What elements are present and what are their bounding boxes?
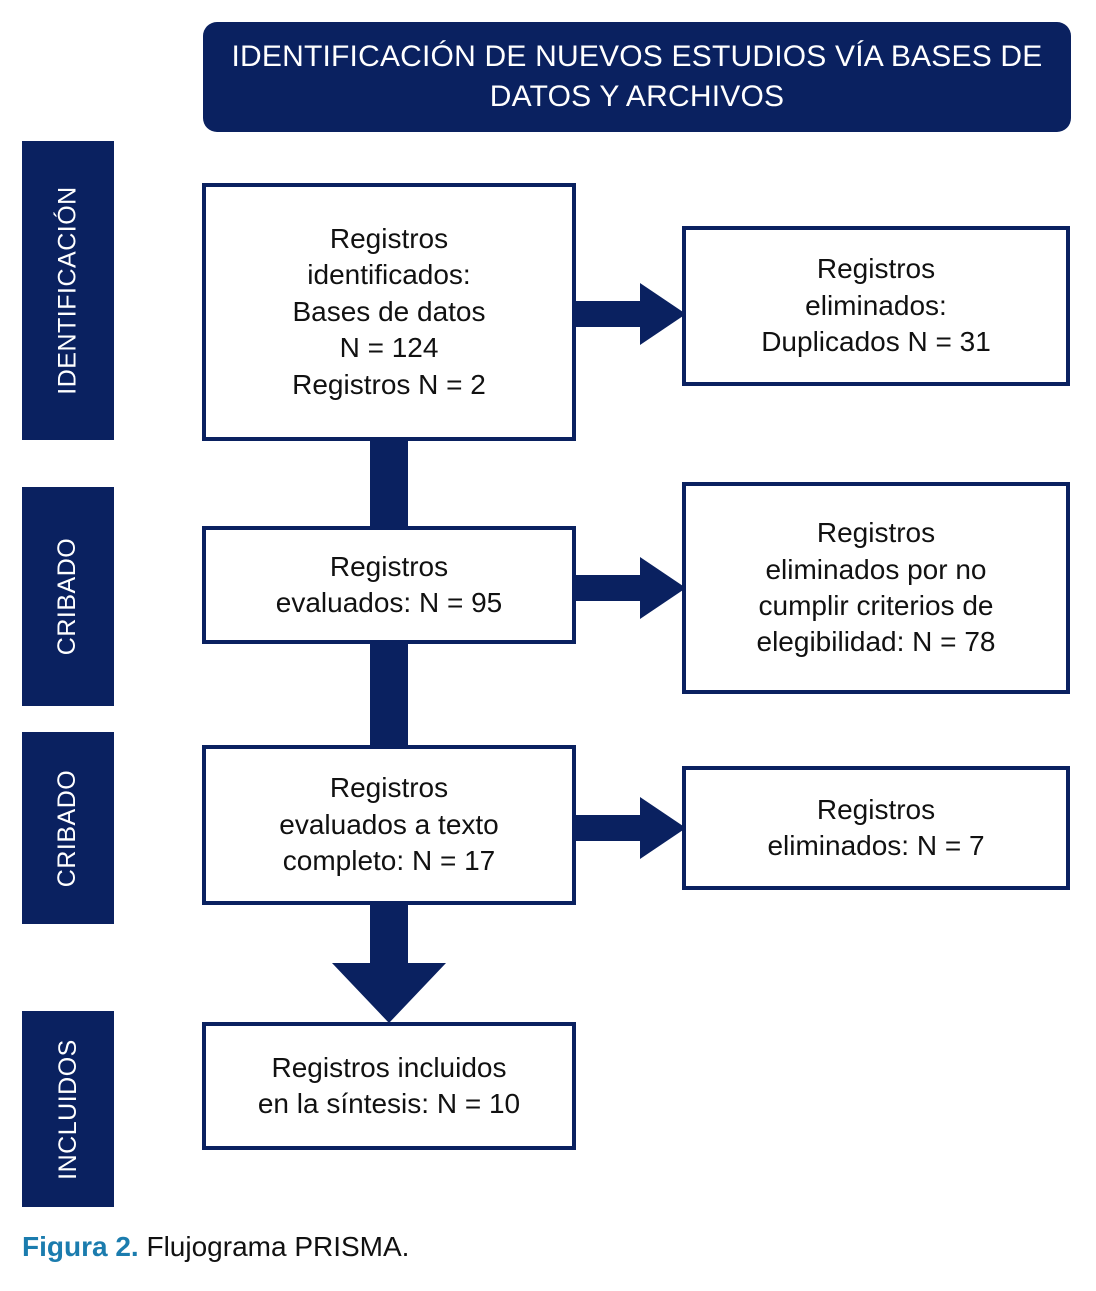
arrow-to-duplicados [574,283,686,345]
stage-bar-identificacion: IDENTIFICACIÓN [22,141,114,440]
stage-label-incluidos: INCLUIDOS [53,1038,82,1180]
box-registros-eliminados-texto-completo-text: Registros eliminados: N = 7 [767,793,985,861]
stage-bar-incluidos: INCLUIDOS [22,1011,114,1207]
stage-label-cribado-1: CRIBADO [53,537,82,656]
box-registros-incluidos: Registros incluidos en la síntesis: N = … [202,1022,576,1150]
box-registros-evaluados-text: Registros evaluados: N = 95 [275,550,503,618]
stage-label-cribado-2: CRIBADO [53,769,82,887]
figure-caption-text: Flujograma PRISMA. [138,1231,410,1262]
box-registros-eliminados-duplicados-text: Registros eliminados: Duplicados N = 31 [761,253,991,358]
stage-bar-cribado-1: CRIBADO [22,487,114,706]
box-registros-eliminados-duplicados: Registros eliminados: Duplicados N = 31 [682,226,1070,386]
box-registros-identificados: Registros identificados: Bases de datos … [202,183,576,441]
diagram-header-banner: IDENTIFICACIÓN DE NUEVOS ESTUDIOS VÍA BA… [203,22,1071,132]
connector-stem-evaluados-to-texto-completo [370,644,408,746]
box-registros-identificados-text: Registros identificados: Bases de datos … [292,223,486,400]
figure-caption-label: Figura 2. [22,1231,139,1262]
box-registros-eliminados-criterios: Registros eliminados por no cumplir crit… [682,482,1070,694]
diagram-header-title: IDENTIFICACIÓN DE NUEVOS ESTUDIOS VÍA BA… [231,39,1043,114]
box-registros-texto-completo: Registros evaluados a texto completo: N … [202,745,576,905]
box-registros-eliminados-criterios-text: Registros eliminados por no cumplir crit… [756,517,996,658]
stage-bar-cribado-2: CRIBADO [22,732,114,924]
box-registros-evaluados: Registros evaluados: N = 95 [202,526,576,644]
stage-label-identificacion: IDENTIFICACIÓN [53,186,82,395]
arrow-to-no-cumplir [574,557,686,619]
down-arrow-to-incluidos [312,905,466,1023]
box-registros-texto-completo-text: Registros evaluados a texto completo: N … [279,772,499,877]
arrow-to-eliminados-7 [574,797,686,859]
box-registros-incluidos-text: Registros incluidos en la síntesis: N = … [257,1051,521,1119]
box-registros-eliminados-texto-completo: Registros eliminados: N = 7 [682,766,1070,890]
connector-stem-identificados-to-evaluados [370,441,408,527]
figure-caption: Figura 2. Flujograma PRISMA. [22,1231,409,1263]
